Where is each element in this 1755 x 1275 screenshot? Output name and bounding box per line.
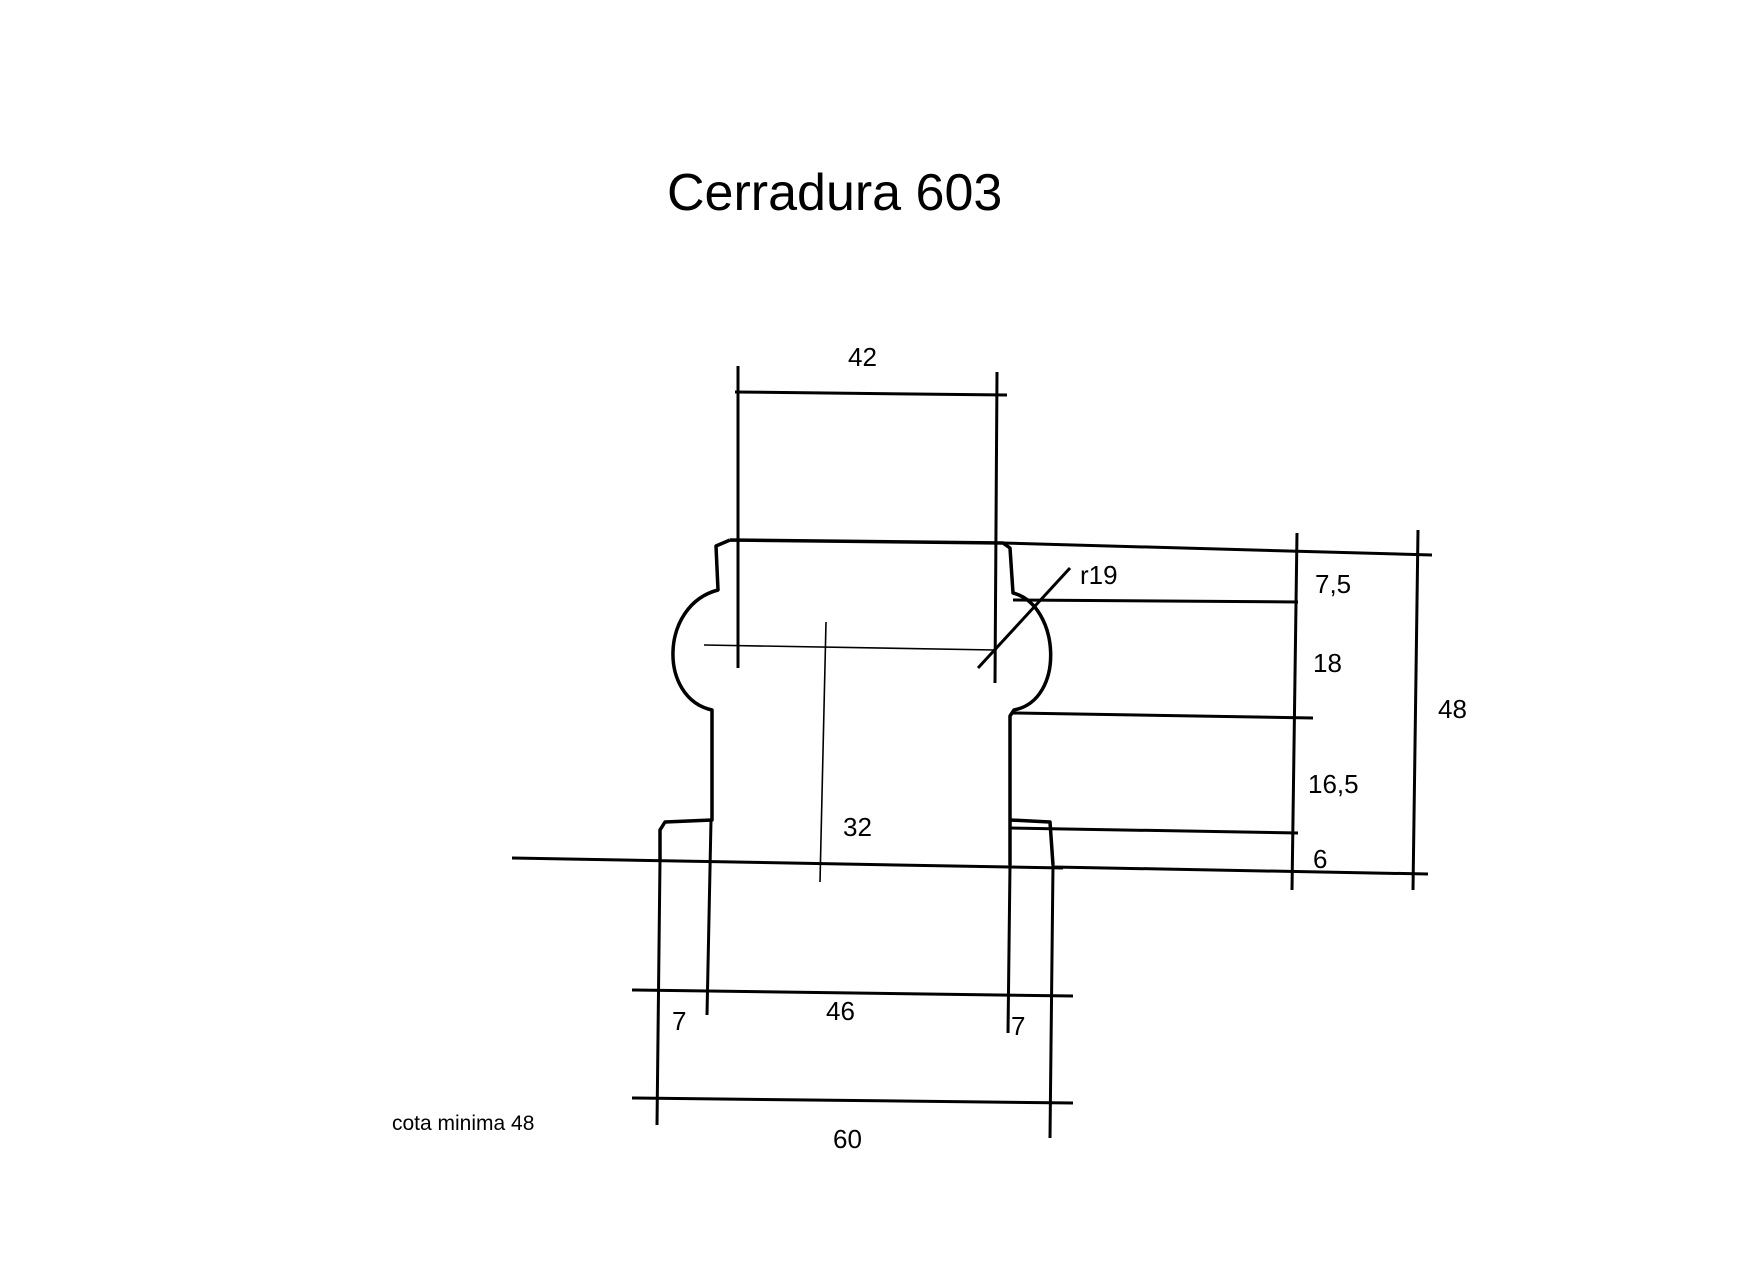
label-h2: 18 bbox=[1313, 648, 1342, 678]
label-total-width: 60 bbox=[833, 1124, 862, 1154]
lock-profile-outline bbox=[658, 538, 1055, 866]
bottom-extension-lines bbox=[655, 819, 1055, 1139]
label-left-step: 7 bbox=[672, 1006, 686, 1036]
label-h4: 6 bbox=[1313, 844, 1327, 874]
label-inner-width: 46 bbox=[826, 996, 855, 1026]
label-center-height: 32 bbox=[843, 812, 872, 842]
right-dimension-lines bbox=[1290, 529, 1420, 891]
dimension-top-width bbox=[734, 366, 1008, 684]
right-extension-lines bbox=[1002, 541, 1433, 876]
label-radius: r19 bbox=[1080, 560, 1118, 590]
baseline bbox=[511, 856, 1064, 870]
label-top-width: 42 bbox=[848, 342, 877, 372]
bottom-dimension-lines bbox=[631, 988, 1074, 1105]
label-total-height: 48 bbox=[1438, 694, 1467, 724]
label-h3: 16,5 bbox=[1308, 769, 1359, 799]
label-right-step: 7 bbox=[1011, 1011, 1025, 1041]
center-lines bbox=[703, 566, 1072, 883]
drawing-note: cota minima 48 bbox=[392, 1112, 534, 1135]
label-h1: 7,5 bbox=[1315, 569, 1351, 599]
drawing-title: Cerradura 603 bbox=[667, 164, 1002, 222]
